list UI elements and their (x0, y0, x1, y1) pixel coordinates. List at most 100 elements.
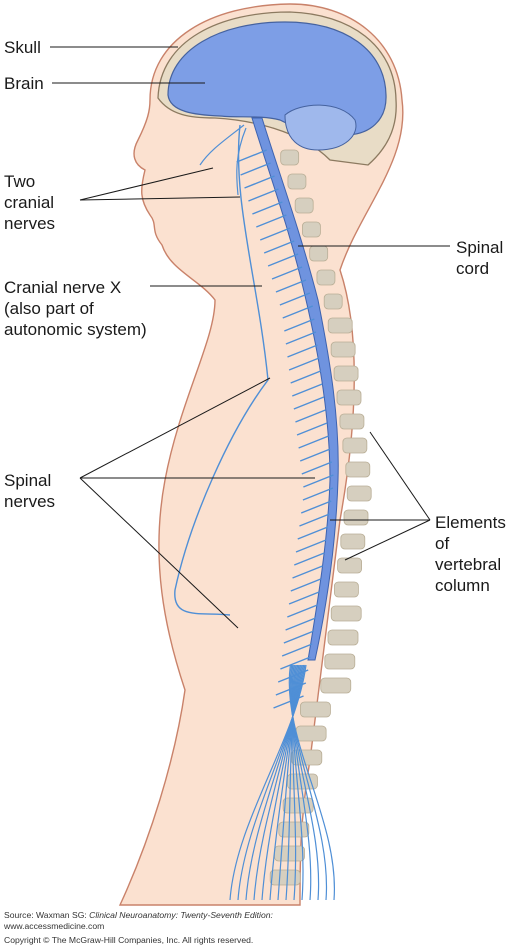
vertebra (294, 197, 314, 214)
spinal-nerve (288, 357, 320, 371)
cauda-equina-nerve (288, 664, 335, 901)
vertebra (343, 509, 369, 526)
footer-source-title: Clinical Neuroanatomy: Twenty-Seventh Ed… (89, 910, 273, 920)
cauda-equina-nerve (292, 664, 297, 901)
vertebra (302, 221, 321, 238)
cauda-equina-nerve (290, 664, 320, 901)
spinal-nerve (244, 175, 275, 189)
vertebra (345, 461, 371, 478)
spinal-nerve (299, 448, 331, 462)
spinal-nerve (295, 409, 326, 423)
spinal-nerve (300, 500, 332, 514)
spinal-nerve (290, 578, 322, 592)
spinal-nerve (256, 214, 287, 228)
spinal-nerve (288, 591, 320, 605)
cauda-equina-nerve (245, 664, 305, 901)
spinal-nerve (280, 656, 311, 670)
spinal-nerve (292, 383, 323, 397)
cranial-nerve (236, 127, 247, 196)
spinal-nerve (287, 344, 318, 358)
spinal-nerve (297, 526, 328, 540)
vertebra (269, 869, 301, 886)
cerebellum (284, 104, 357, 151)
label-brain: Brain (4, 74, 44, 93)
vertebra (274, 845, 305, 862)
spinal-nerve (271, 266, 303, 280)
vertebra (324, 653, 356, 670)
spinal-nerve (263, 240, 295, 254)
vertebra (327, 317, 353, 334)
vertebra (287, 173, 307, 190)
cauda-equina-nerve (253, 664, 303, 901)
footer-copyright: Copyright © The McGraw-Hill Companies, I… (4, 935, 254, 945)
vertebra (320, 677, 352, 694)
cranial-nerve-x (174, 124, 269, 616)
spinal-nerve (294, 552, 325, 566)
leader-vertebra (369, 431, 431, 521)
spinal-nerve (303, 474, 334, 488)
vertebra (339, 413, 365, 430)
vertebra (323, 293, 343, 310)
spinal-nerve (284, 318, 315, 332)
vertebra (333, 581, 359, 598)
spinal-nerve (279, 292, 311, 306)
body-silhouette (118, 3, 404, 906)
cauda-equina-nerve (237, 664, 306, 901)
spinal-nerve (295, 539, 327, 553)
spinal-nerve (240, 162, 271, 176)
spinal-nerve (292, 565, 323, 579)
footer-website: www.accessmedicine.com (4, 921, 105, 931)
label-spinal-nerves: Spinal nerves (4, 471, 56, 511)
label-cranial-nerve-x: Cranial nerve X (also part of autonomic … (4, 278, 147, 339)
spinal-nerve (290, 370, 321, 384)
cauda-equina-nerve (292, 664, 304, 901)
leader-spinal-nerve (79, 377, 271, 479)
spinal-nerve (296, 422, 328, 436)
spinal-nerve (281, 643, 313, 657)
leader-vertebra (344, 519, 431, 561)
label-cranial-nerves: Two cranial nerves (4, 172, 56, 233)
cauda-equina-nerve (277, 664, 300, 901)
leader-spinal-nerve (79, 477, 239, 629)
leader-lines (50, 46, 450, 629)
vertebra (300, 701, 331, 718)
vertebra (316, 269, 336, 286)
spinal-nerve (301, 461, 333, 475)
vertebra (330, 605, 362, 622)
spinal-nerve (275, 279, 307, 293)
spinal-nerve (248, 188, 279, 202)
label-skull: Skull (4, 38, 41, 57)
spinal-nerve (282, 305, 313, 319)
label-vertebral-column: Elements of vertebral column (435, 513, 506, 595)
vertebra (336, 389, 362, 406)
vertebra (342, 437, 368, 454)
cauda-equina-nerve (291, 664, 312, 901)
spinal-nerve (285, 617, 316, 631)
cauda-equina-nerve (229, 664, 307, 901)
spinal-nerve (259, 227, 291, 241)
spinal-nerve (267, 253, 299, 267)
vertebra (291, 749, 323, 766)
cauda-equina-nerve (261, 664, 302, 901)
vertebra (337, 557, 363, 574)
nerves-group (174, 124, 335, 901)
spinal-nerve (302, 487, 334, 501)
spinal-nerve (236, 149, 267, 163)
spinal-nerve (298, 435, 329, 449)
spinal-nerve (287, 604, 318, 618)
vertebra (309, 245, 329, 262)
label-spinal-cord: Spinal cord (456, 238, 504, 278)
vertebra (327, 629, 359, 646)
cranial-nerve (199, 124, 245, 166)
cauda-equina-nerve (269, 664, 301, 901)
vertebra (280, 149, 300, 166)
cauda-equina-nerve (289, 664, 328, 901)
spinal-nerve (252, 201, 283, 215)
spinal-nerve (293, 396, 325, 410)
cauda-equina-nerve (285, 664, 299, 901)
leader-cranial-nerve (79, 167, 214, 201)
vertebra (295, 725, 327, 742)
vertebra (330, 341, 356, 358)
spinal-nerve (299, 513, 330, 527)
